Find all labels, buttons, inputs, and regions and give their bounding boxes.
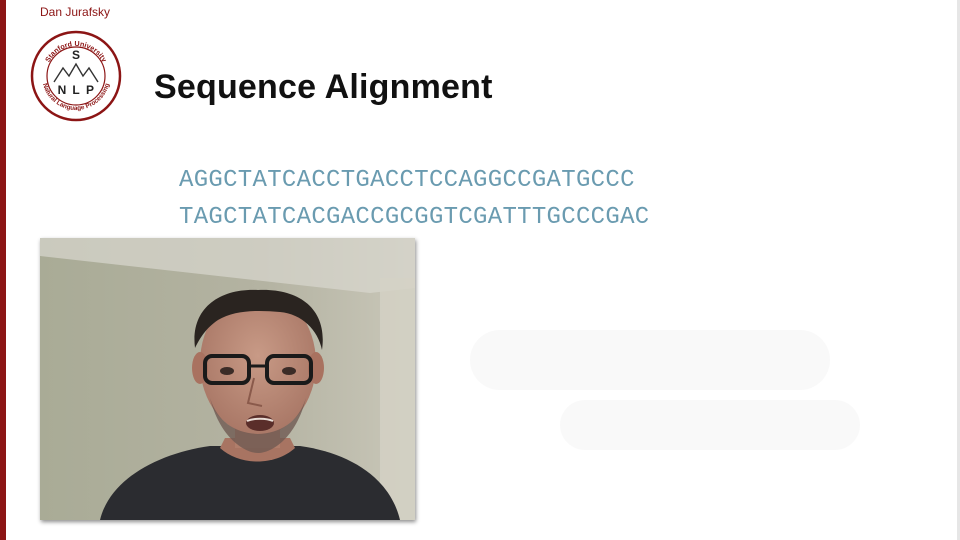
left-accent-bar: [0, 0, 6, 540]
right-edge-bar: [957, 0, 960, 540]
lecturer-video-frame: [40, 238, 415, 520]
lecturer-shirt: [100, 446, 400, 520]
logo-mountains: [53, 62, 99, 83]
slide-title: Sequence Alignment: [154, 68, 493, 106]
logo-letter-n: N: [58, 83, 67, 97]
lecturer-face: [200, 291, 316, 435]
sequence-line-1: AGGCTATCACCTGACCTCCAGGCCGATGCCC: [179, 167, 635, 194]
sequence-line-2: TAGCTATCACGACCGCGGTCGATTTGCCCGAC: [179, 204, 650, 231]
author-name: Dan Jurafsky: [40, 5, 111, 19]
faint-ghost-text: [560, 400, 860, 450]
lecturer-hair: [194, 289, 323, 350]
logo-letter-s: S: [72, 48, 80, 62]
stanford-nlp-logo: Stanford University Natural Language Pro…: [30, 30, 122, 122]
lecturer-mouth: [246, 415, 274, 431]
faint-ghost-text: [470, 330, 830, 390]
logo-letter-l: L: [72, 83, 79, 97]
glasses-left-lens: [203, 354, 251, 385]
glasses-right-lens: [265, 354, 313, 385]
logo-letter-p: P: [86, 83, 94, 97]
lecturer-video: [40, 238, 415, 520]
